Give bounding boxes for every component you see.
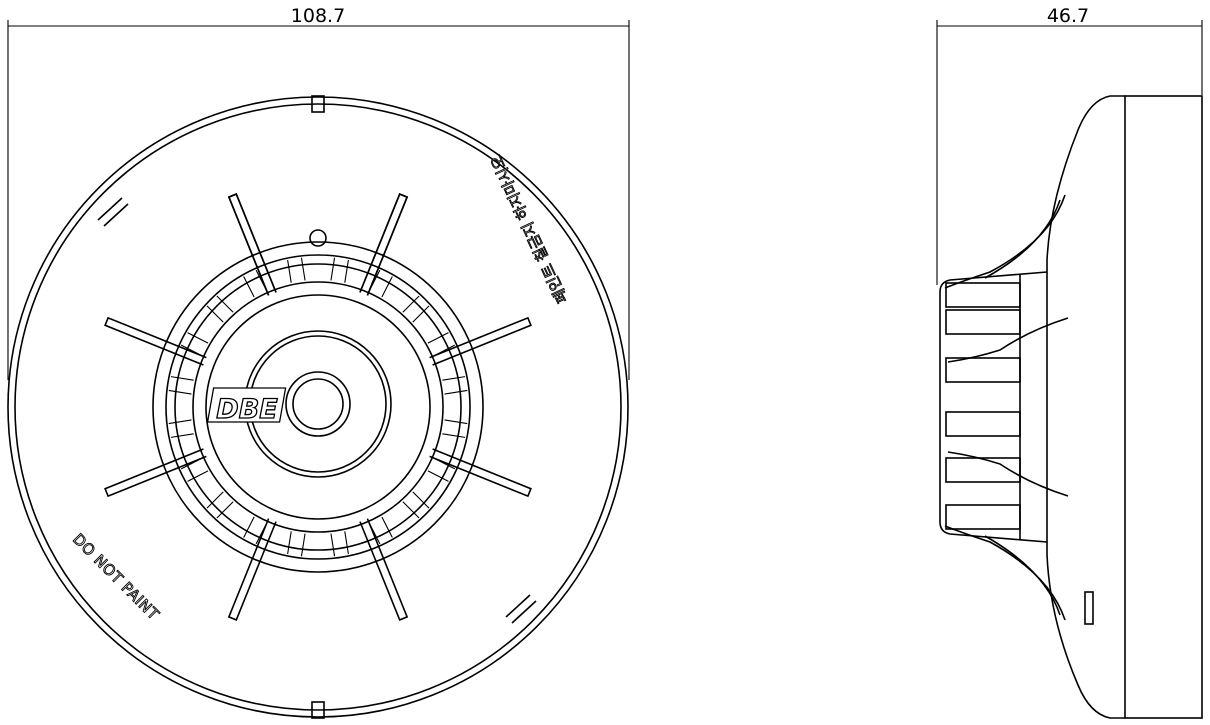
- ring-slot: [206, 295, 234, 323]
- sensor-lens-inner: [292, 378, 344, 430]
- guard-fin: [429, 316, 532, 366]
- guard-fin: [227, 518, 277, 621]
- side-rib: [945, 309, 1021, 335]
- side-rib: [945, 357, 1021, 383]
- ring-slot: [330, 257, 349, 283]
- body-ring-2: [165, 254, 471, 560]
- body-ring-1: [152, 241, 484, 573]
- ring-slot: [442, 419, 468, 438]
- bottom-notch: [311, 701, 325, 719]
- side-rib: [945, 457, 1021, 483]
- logo-text: DBE: [216, 394, 278, 425]
- ring-slot: [402, 295, 430, 323]
- body-profile: [1046, 95, 1125, 719]
- ring-slot: [168, 376, 194, 395]
- upper-guard-curve: [944, 194, 1066, 289]
- slot-left: [97, 197, 129, 227]
- front-dimension: 108.7: [7, 5, 630, 380]
- outer-rim: [7, 96, 629, 718]
- side-slot: [1084, 591, 1094, 625]
- guard-fin: [359, 193, 409, 296]
- side-rib: [945, 282, 1021, 308]
- mid-guard-curve-upper: [947, 317, 1069, 363]
- guard-fin: [429, 448, 532, 498]
- sensor-lens-outer: [285, 371, 351, 437]
- upper-guard-curve-2: [984, 199, 1061, 279]
- side-dimension: 46.7: [936, 5, 1203, 285]
- led-hole: [309, 229, 327, 247]
- ring-slot: [168, 419, 194, 438]
- front-width-label: 108.7: [291, 5, 345, 27]
- guard-fin: [227, 193, 277, 296]
- ring-slot: [442, 376, 468, 395]
- lower-guard-curve-2: [984, 535, 1061, 616]
- mid-guard-curve-lower: [947, 451, 1069, 497]
- head-outline: [939, 271, 1048, 543]
- ring-slot: [287, 531, 306, 557]
- ring-slot: [402, 491, 430, 519]
- ring-slot: [287, 257, 306, 283]
- lower-guard-curve: [944, 525, 1066, 621]
- side-ribs: [945, 282, 1021, 530]
- korean-label: 페인트 칠금지 하지마시오: [487, 151, 572, 306]
- ring-slot: [330, 531, 349, 557]
- guard-fin: [104, 448, 207, 498]
- body-ring-4: [192, 281, 444, 533]
- inner-plate: [205, 294, 431, 520]
- guard-fin: [104, 316, 207, 366]
- guard-fin: [359, 518, 409, 621]
- korean-warning-text: 페인트 칠금지 하지마시오: [487, 152, 572, 306]
- side-rib: [945, 504, 1021, 530]
- dbe-logo: DBE: [206, 387, 287, 426]
- side-view: [939, 95, 1203, 719]
- base-plate: [1124, 95, 1203, 719]
- ring-slot: [206, 491, 234, 519]
- side-rib: [945, 411, 1021, 437]
- front-view: DBE DO NOT PAINT 페인트 칠금지 하지마시오: [7, 95, 629, 719]
- top-notch: [311, 95, 325, 113]
- guard-fins: [104, 193, 532, 621]
- body-ring-3: [174, 263, 462, 551]
- slot-right: [505, 594, 537, 624]
- side-height-label: 46.7: [1047, 5, 1089, 27]
- outer-rim-inner: [14, 103, 622, 711]
